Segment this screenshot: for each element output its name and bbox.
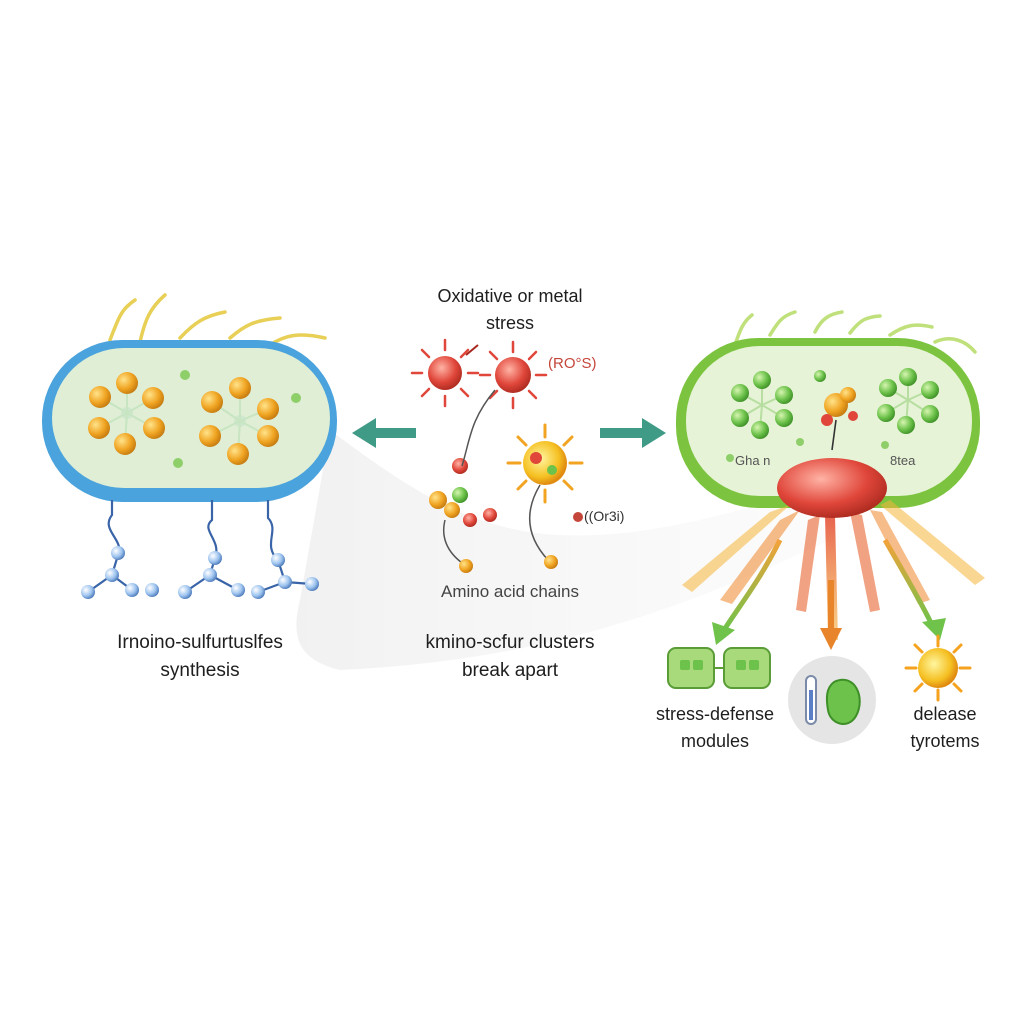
regulator-protein <box>777 458 887 518</box>
ros-burst-icon <box>410 338 480 408</box>
right-cell <box>676 310 980 508</box>
middle-caption-line2: break apart <box>461 659 559 681</box>
middle-caption-line1: kmino-scfur clusters <box>425 632 595 653</box>
right-cell-text-left: Gha n <box>735 453 771 468</box>
release-line2: tyrotems <box>910 730 980 751</box>
arrow-left <box>352 418 416 448</box>
iron-sulfur-cluster-left-1 <box>88 372 165 455</box>
left-caption-line2: synthesis <box>160 659 240 681</box>
signal-rays <box>682 500 985 640</box>
left-caption-line1: Irnoino-sulfurtuslfes <box>117 632 283 653</box>
stress-defense-caption: stress-defense modules <box>630 704 800 751</box>
iron-sulfur-cluster-left-2 <box>199 377 279 465</box>
output-arrow-middle <box>820 580 842 650</box>
breaking-cluster-burst <box>506 423 584 504</box>
arrow-right <box>600 418 666 448</box>
stress-title: Oxidative or metal stress <box>380 286 640 333</box>
background-sweep <box>296 430 830 670</box>
stress-defense-line1: stress-defense <box>655 704 775 724</box>
broken-fragments <box>429 458 583 527</box>
left-protein-beads <box>81 546 319 599</box>
release-line1: delease <box>913 704 977 724</box>
left-flagella <box>108 293 327 347</box>
output-arrow-right <box>882 538 946 640</box>
green-cluster-right <box>877 368 939 434</box>
sun-icon <box>904 634 972 702</box>
right-breaking-cluster <box>814 370 858 451</box>
right-cell-text-right: 8tea <box>890 453 916 468</box>
green-box-icon <box>667 647 771 689</box>
left-protein-chains <box>87 500 313 594</box>
ros-label-1: (RO°S) <box>548 355 597 372</box>
green-cluster-left <box>731 371 793 439</box>
left-caption: Irnoino-sulfurtuslfes synthesis <box>90 632 310 682</box>
thermometer-icon <box>788 656 876 744</box>
ros-label-2: ((Or3i) <box>584 508 625 524</box>
release-caption: delease tyrotems <box>880 704 1010 751</box>
stress-defense-line2: modules <box>680 730 750 751</box>
output-arrow-left <box>712 538 783 645</box>
amino-chains-label: Amino acid chains <box>441 582 579 601</box>
left-cell <box>42 293 337 502</box>
right-flagella <box>733 310 977 354</box>
stress-title-line1: Oxidative or metal <box>437 286 583 306</box>
middle-caption: kmino-scfur clusters break apart <box>400 632 620 682</box>
stress-title-line2: stress <box>485 312 534 333</box>
ros-burst-icon-2 <box>478 340 548 410</box>
